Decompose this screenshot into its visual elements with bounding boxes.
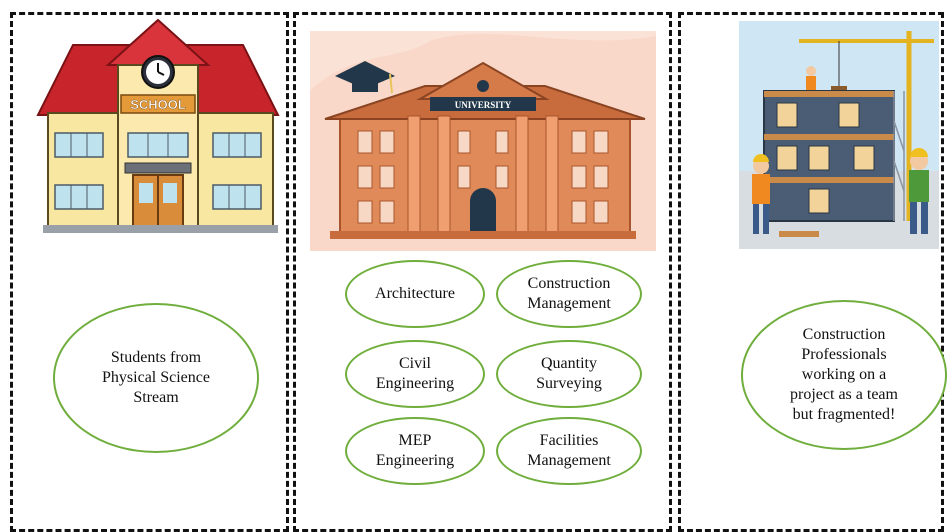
discipline-construction-management: Construction Management	[496, 260, 642, 328]
worker-icon	[752, 154, 770, 234]
professionals-caption: Construction Professionals working on a …	[790, 326, 898, 423]
worker-icon	[909, 148, 929, 234]
school-illustration: SCHOOL	[36, 18, 280, 233]
discipline-label: MEP Engineering	[375, 432, 455, 469]
discipline-label: Construction Management	[527, 275, 611, 312]
students-oval: Students from Physical Science Stream	[53, 303, 259, 453]
industry-panel: Construction Professionals working on a …	[678, 12, 947, 532]
discipline-architecture: Architecture	[345, 260, 485, 328]
discipline-civil-engineering: Civil Engineering	[345, 340, 485, 408]
discipline-label: Civil Engineering	[375, 355, 455, 392]
discipline-facilities-management: Facilities Management	[496, 417, 642, 485]
discipline-label: Facilities Management	[527, 432, 611, 469]
university-panel: UNIVERSITY Architecture Construction Man…	[293, 12, 672, 532]
school-panel: SCHOOL Students from Physical Science St…	[10, 12, 289, 532]
professionals-oval: Construction Professionals working on a …	[741, 300, 947, 450]
discipline-label: Architecture	[375, 285, 455, 302]
students-caption: Students from Physical Science Stream	[102, 349, 210, 406]
construction-site-illustration	[739, 21, 939, 249]
discipline-quantity-surveying: Quantity Surveying	[496, 340, 642, 408]
university-illustration: UNIVERSITY	[310, 31, 656, 251]
discipline-mep-engineering: MEP Engineering	[345, 417, 485, 485]
graduation-cap-icon	[335, 61, 395, 89]
worker-icon	[806, 66, 816, 90]
university-sign: UNIVERSITY	[455, 100, 512, 110]
discipline-label: Quantity Surveying	[536, 355, 602, 392]
school-sign: SCHOOL	[130, 97, 186, 112]
